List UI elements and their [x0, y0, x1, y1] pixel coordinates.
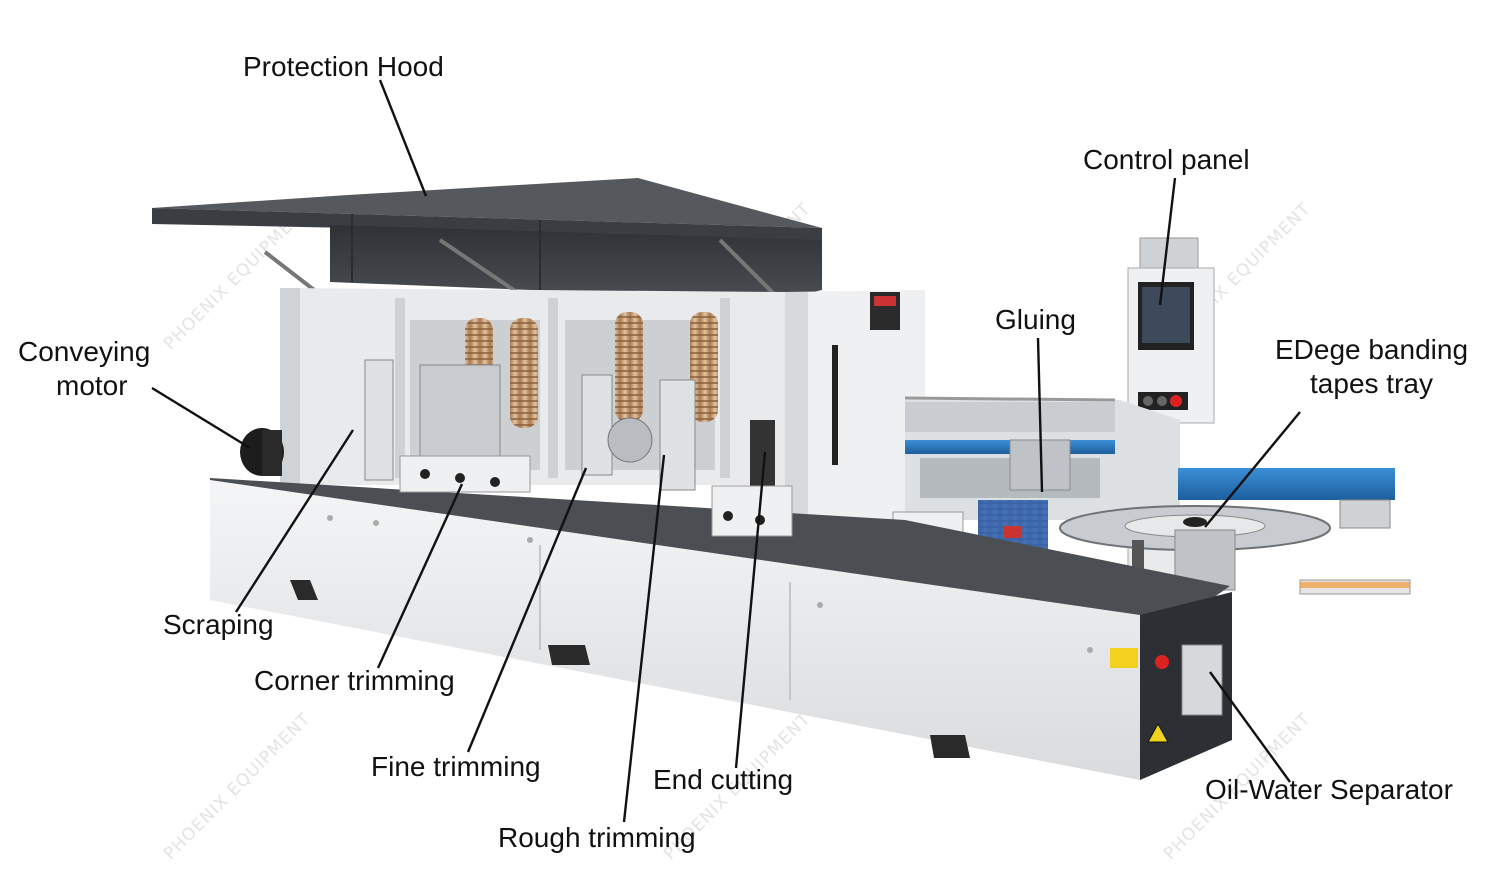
label-edge-tray: EDege banding tapes tray	[1264, 333, 1479, 400]
machine-base	[210, 478, 1232, 780]
label-end-cutting: End cutting	[653, 764, 794, 795]
machine-body	[280, 288, 925, 548]
label-edge-tray-line1: EDege banding	[1274, 334, 1469, 365]
label-conveying-motor: Conveying motor	[18, 335, 178, 402]
leader-edge-tray	[1204, 411, 1301, 528]
conveying-motor-shape	[240, 428, 284, 476]
leader-gluing	[1036, 337, 1044, 493]
leader-corner-trimming	[376, 483, 464, 669]
leader-oil-water	[1209, 671, 1291, 783]
leader-fine-trimming	[466, 467, 588, 753]
front-control-boxes	[399, 455, 793, 537]
label-protection-hood: Protection Hood	[243, 51, 444, 82]
leader-conveying-motor	[151, 386, 251, 450]
label-scraping: Scraping	[163, 609, 274, 640]
label-conveying-motor-line2: motor	[56, 369, 128, 401]
label-gluing: Gluing	[995, 304, 1076, 335]
label-conveying-motor-line1: Conveying	[18, 336, 151, 367]
leader-scraping	[234, 429, 355, 613]
label-rough-trimming: Rough trimming	[498, 822, 696, 853]
leader-rough-trimming	[622, 454, 666, 823]
label-control-panel: Control panel	[1083, 144, 1250, 175]
label-edge-tray-line2: tapes tray	[1310, 367, 1433, 399]
protection-hood-shape	[152, 178, 822, 320]
label-corner-trimming: Corner trimming	[254, 665, 455, 696]
label-oil-water-separator: Oil-Water Separator	[1205, 774, 1453, 805]
leader-control-panel	[1158, 177, 1177, 306]
label-fine-trimming: Fine trimming	[371, 751, 541, 782]
leader-end-cutting	[734, 451, 767, 769]
leader-protection-hood	[378, 79, 428, 197]
leader-lines	[151, 79, 1301, 823]
